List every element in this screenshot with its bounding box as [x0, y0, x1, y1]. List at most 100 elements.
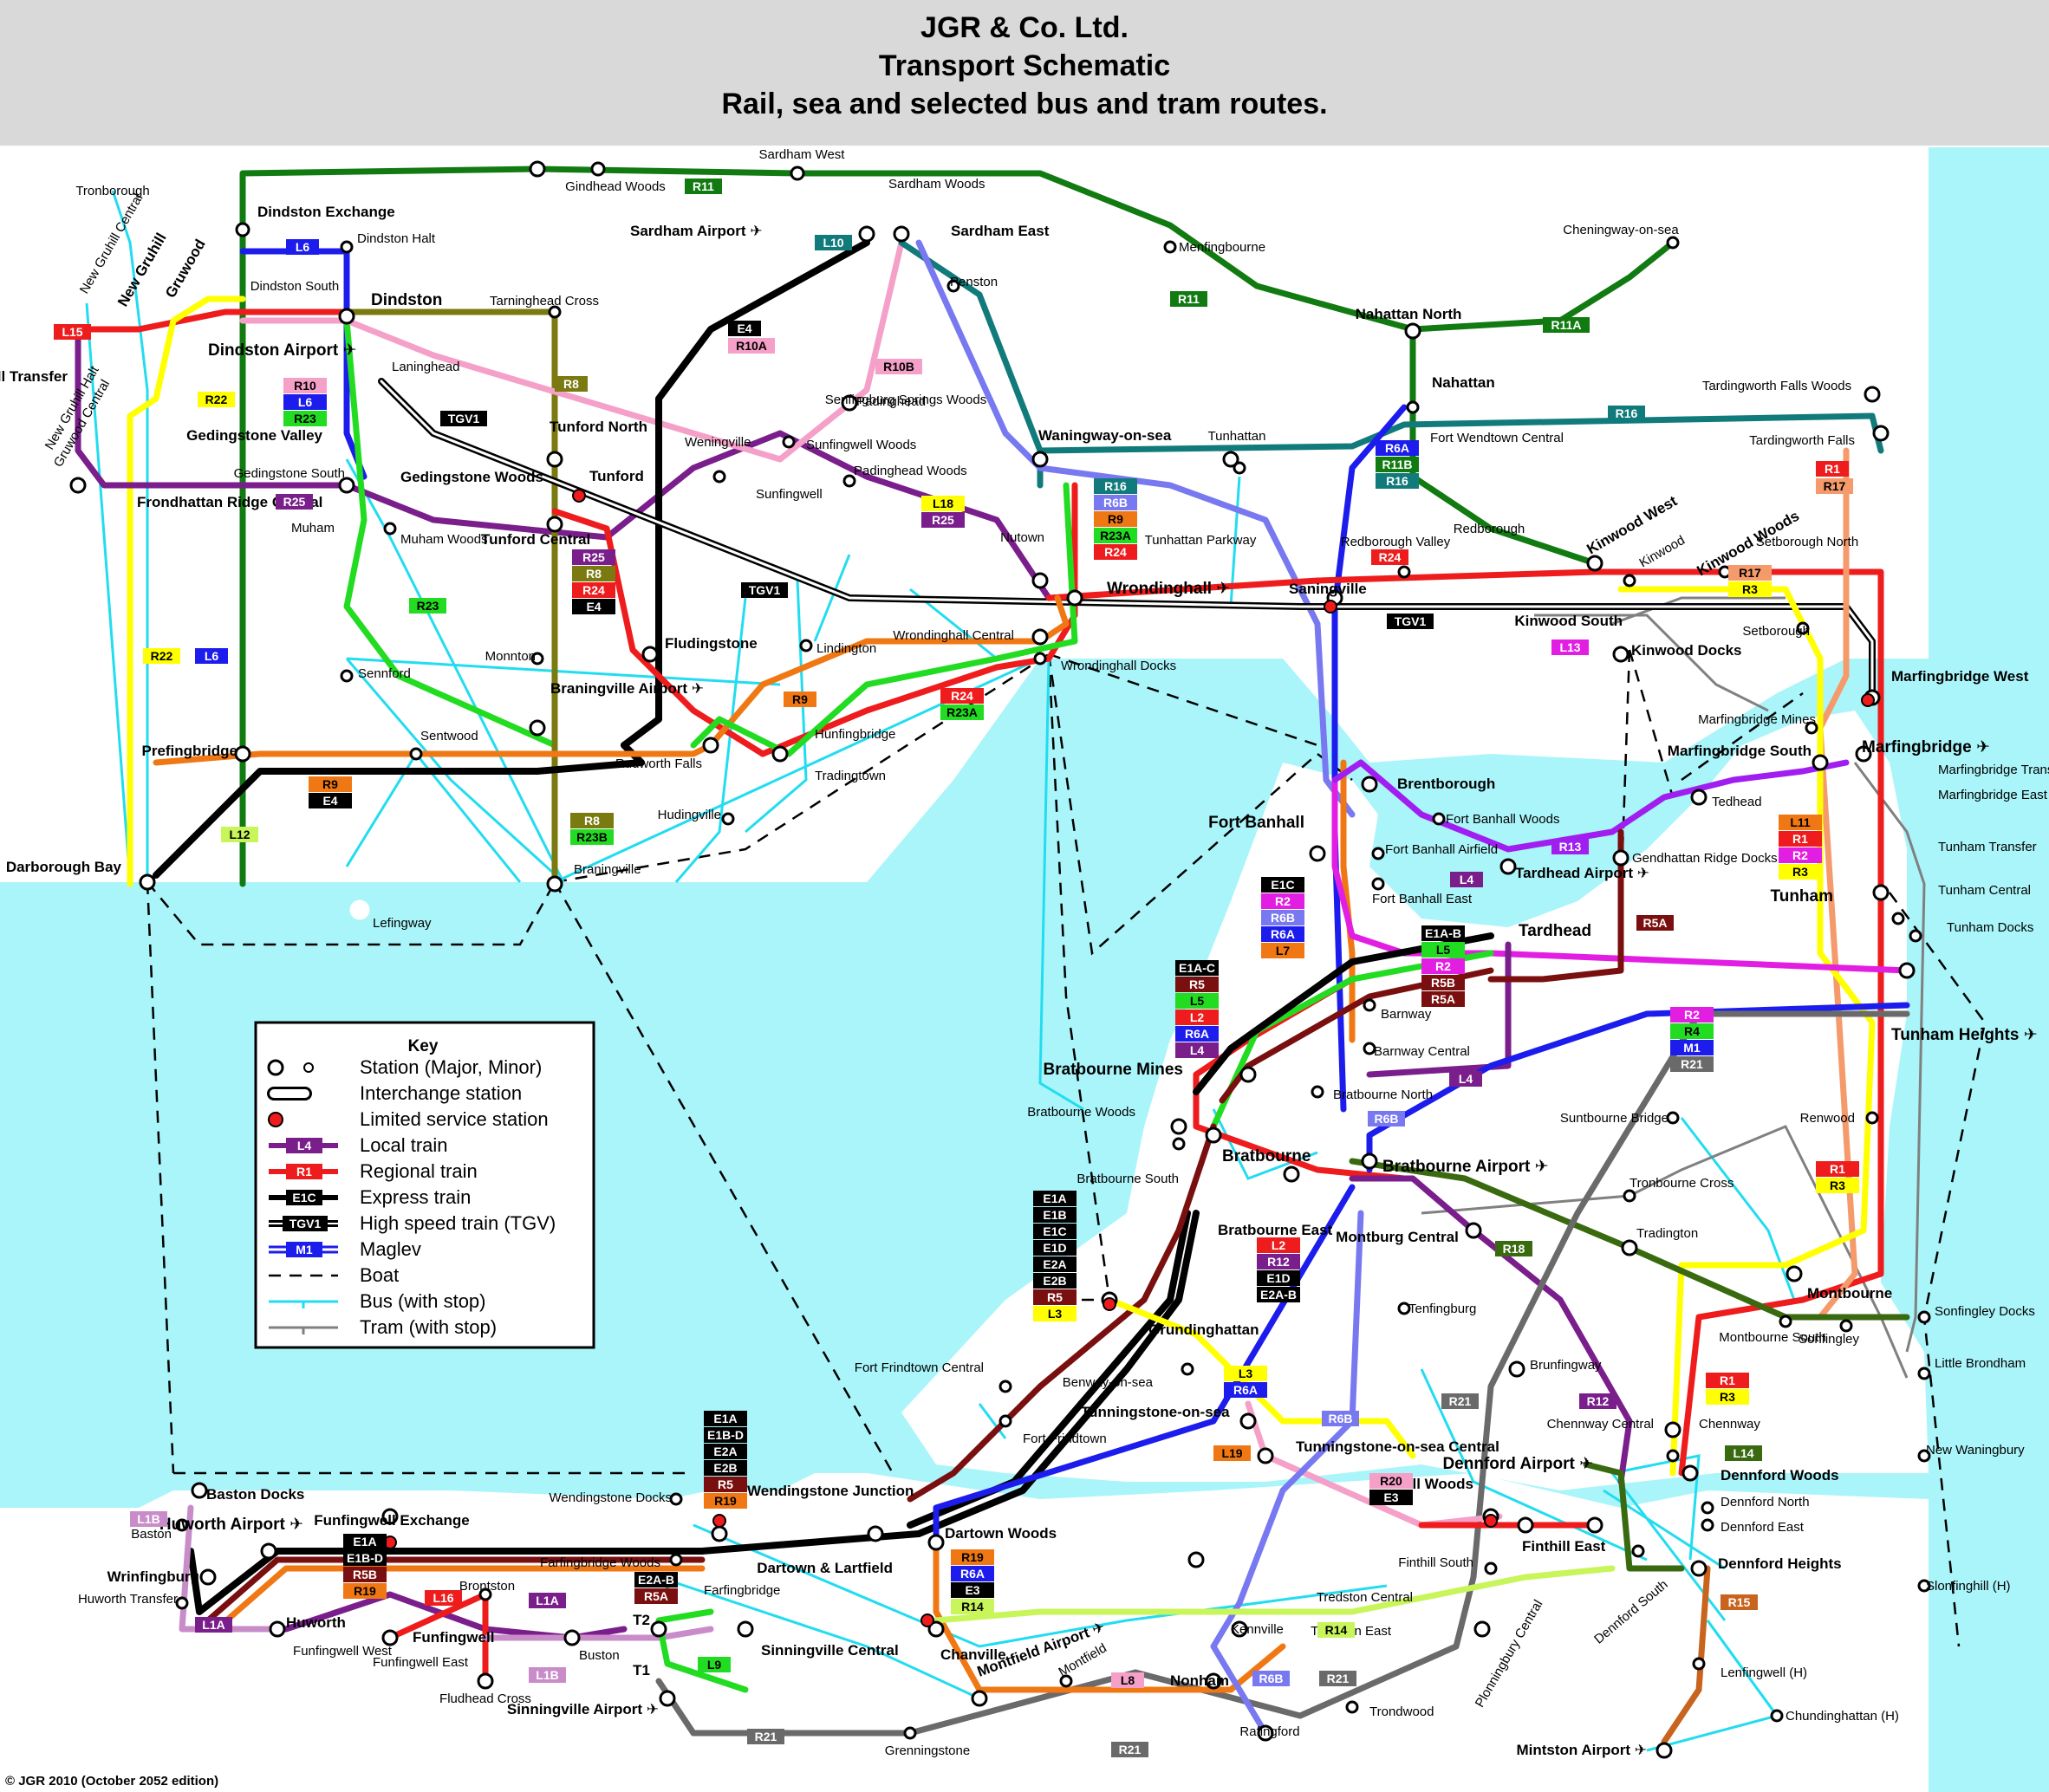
route-tag-tag-r18: R18	[1495, 1241, 1532, 1256]
station-label-lindington: Lindington	[816, 641, 876, 656]
tag-stack-stack-tardhead-2-code: R2	[1435, 959, 1451, 973]
tag-stack-stack-chennway-1: R3	[1706, 1389, 1749, 1405]
key-item-interchange: Interchange station	[267, 1082, 522, 1104]
station-label-tardhead-airport: Tardhead Airport ✈	[1515, 865, 1649, 881]
route-tag-tag-l4a-code: L4	[1460, 873, 1474, 886]
tag-stack-stack-dartown-0-code: R19	[961, 1550, 984, 1564]
station-label-sunfingwell-woods: Sunfingwell Woods	[806, 438, 916, 452]
station-label-nahattan-north: Nahattan North	[1356, 306, 1462, 322]
tag-stack-stack-braningville-0-code: R8	[584, 814, 600, 828]
tag-stack-stack-bratbourne-east-1-code: R12	[1267, 1255, 1290, 1269]
key-label-maglev: Maglev	[360, 1238, 421, 1260]
station-label-sunfingwell: Sunfingwell	[756, 487, 823, 502]
tag-stack-stack-gedingstone-2-code: R23	[294, 412, 316, 425]
station-label-redborough: Redborough	[1454, 522, 1525, 536]
tag-stack-stack-bratmines-2-code: L5	[1190, 994, 1205, 1008]
tag-stack-stack-waningway-4-code: R24	[1104, 545, 1127, 559]
tag-stack-stack-fortbanhall-0: E1C	[1261, 877, 1304, 893]
station-label-redborough-valley: Redborough Valley	[1341, 535, 1451, 549]
route-tag-tag-r22b: R22	[143, 648, 180, 664]
station-label-bratbourne-airport: Bratbourne Airport ✈	[1382, 1158, 1549, 1176]
station-label-fludheads-cross: Fludhead Cross	[439, 1691, 531, 1706]
station-label-huworth: Huworth	[286, 1614, 346, 1631]
route-tag-tag-r6b1-code: R6B	[1374, 1112, 1398, 1126]
route-tag-tag-r16a: R16	[1608, 406, 1645, 421]
tag-stack-stack-bratbourne-east-2-code: E1D	[1266, 1271, 1290, 1285]
tag-stack-stack-nahattan-1: R11B	[1376, 457, 1419, 472]
route-tag-tag-r6b2: R6B	[1322, 1411, 1359, 1426]
route-tag-tag-r23a: R23	[409, 598, 446, 614]
tag-stack-stack-tardhead-1-code: L5	[1436, 943, 1451, 957]
route-tag-tag-l4b: L4	[1449, 1071, 1482, 1087]
station-label-barnway-central: Barnway Central	[1374, 1044, 1470, 1059]
station-label-brunfingway: Brunfingway	[1530, 1358, 1602, 1373]
station-label-fludingstone: Fludingstone	[665, 635, 758, 652]
tag-stack-stack-tardhead-0-code: E1A-B	[1425, 926, 1461, 940]
tag-stack-stack-bratbourne-east-2: E1D	[1257, 1270, 1300, 1286]
key-label-interchange: Interchange station	[360, 1082, 522, 1104]
tag-stack-stack-nahattan-0: R6A	[1376, 440, 1419, 456]
station-label-buston: Buston	[579, 1648, 620, 1663]
station-label-sinningville-central: Sinningville Central	[761, 1642, 899, 1659]
route-tag-tag-l9-code: L9	[707, 1658, 722, 1672]
station-label-sennford: Sennford	[358, 666, 411, 681]
key-code-tgv: TGV1	[289, 1217, 322, 1230]
route-tag-tag-r11a: R11	[685, 179, 722, 194]
tag-stack-stack-bratmines-0: E1A-C	[1175, 960, 1219, 976]
station-label-kinwood-south: Kinwood South	[1514, 613, 1623, 629]
station-label-tunningstone: Tunningstone-on-sea	[1081, 1404, 1230, 1420]
route-tag-tag-r6b2-code: R6B	[1328, 1412, 1352, 1425]
route-tag-tag-r22a: R22	[198, 392, 235, 407]
station-label-chundinghattan: Chundinghattan (H)	[1786, 1709, 1899, 1724]
station-label-monnton: Monnton	[485, 649, 536, 664]
tag-stack-stack-fortbanhall-3: R6A	[1261, 926, 1304, 942]
route-tag-tag-r13-code: R13	[1559, 840, 1582, 854]
tag-stack-stack-express-2-code: E1C	[1043, 1224, 1066, 1238]
station-label-finthill-south: Finthill South	[1398, 1555, 1473, 1570]
tag-stack-stack-gedingstone-2: R23	[283, 411, 327, 426]
station-label-tardingworth-falls: Tardingworth Falls	[1749, 433, 1855, 448]
tag-stack-stack-renwood-0-code: R1	[1830, 1162, 1845, 1176]
tag-stack-stack-funfingwell-0: E1A	[343, 1534, 387, 1549]
tag-stack-stack-kinwood-0-code: R17	[1739, 566, 1761, 580]
station-label-renwood: Renwood	[1800, 1111, 1855, 1126]
tag-stack-stack-bratmines-1: R5	[1175, 977, 1219, 992]
tag-stack-stack-bratmines-3-code: L2	[1190, 1010, 1205, 1024]
tag-stack-stack-tunford-2-code: R24	[582, 583, 605, 597]
tag-stack-stack-finthill-0-code: R20	[1380, 1474, 1402, 1488]
route-tag-tag-r5a1-code: R5A	[1642, 916, 1667, 930]
route-tag-tag-l1a1: L1A	[529, 1593, 566, 1608]
station-label-sardham-west: Sardham West	[759, 147, 846, 162]
tag-stack-stack-wendingstone-1: E1B-D	[704, 1427, 747, 1443]
tag-stack-stack-funfingwell-0-code: E1A	[353, 1535, 376, 1549]
route-tag-tag-r21a: R21	[1441, 1393, 1479, 1409]
key-label-express: Express train	[360, 1186, 471, 1208]
key-label-limited: Limited service station	[360, 1108, 549, 1130]
tag-stack-stack-finthill-1-code: E3	[1383, 1490, 1398, 1504]
tag-stack-stack-tunham-0: L11	[1779, 815, 1822, 830]
route-tag-tag-l4b-code: L4	[1459, 1072, 1473, 1086]
route-tag-tag-l8: L8	[1111, 1672, 1144, 1688]
tag-stack-stack-tunham-0-code: L11	[1790, 815, 1811, 829]
route-tag-tag-r18-code: R18	[1503, 1242, 1525, 1256]
route-tag-tag-r17a: R17	[1816, 478, 1853, 494]
station-label-denford-heights: Dennford Heights	[1718, 1555, 1842, 1572]
station-label-marfingbridge-east: Marfingbridge East	[1938, 788, 2048, 802]
tag-stack-stack-t2-0-code: E2A-B	[638, 1573, 674, 1587]
tag-stack-stack-renwood-1-code: R3	[1830, 1178, 1845, 1192]
station-label-little-brondham: Little Brondham	[1935, 1356, 2026, 1371]
station-label-padinghead: Padinghead	[856, 394, 926, 409]
station-label-nutown: Nutown	[1000, 530, 1044, 545]
tag-stack-stack-tardhead-4-code: R5A	[1431, 992, 1455, 1006]
route-tag-tag-r9a-code: R9	[792, 692, 808, 706]
route-tag-tag-r24a-code: R24	[1379, 550, 1402, 564]
tag-stack-stack-express-3-code: E1D	[1043, 1241, 1066, 1255]
tag-stack-stack-bratmines-2: L5	[1175, 993, 1219, 1009]
station-label-tradington: Tradington	[1636, 1226, 1698, 1241]
tag-stack-stack-tunford-1-code: R8	[586, 567, 602, 581]
tag-stack-stack-dartown-2: E3	[951, 1582, 994, 1598]
tag-stack-stack-express-7: L3	[1033, 1306, 1077, 1321]
route-tag-tag-l12: L12	[221, 827, 258, 842]
route-tag-tag-r11b: R11	[1170, 291, 1207, 307]
